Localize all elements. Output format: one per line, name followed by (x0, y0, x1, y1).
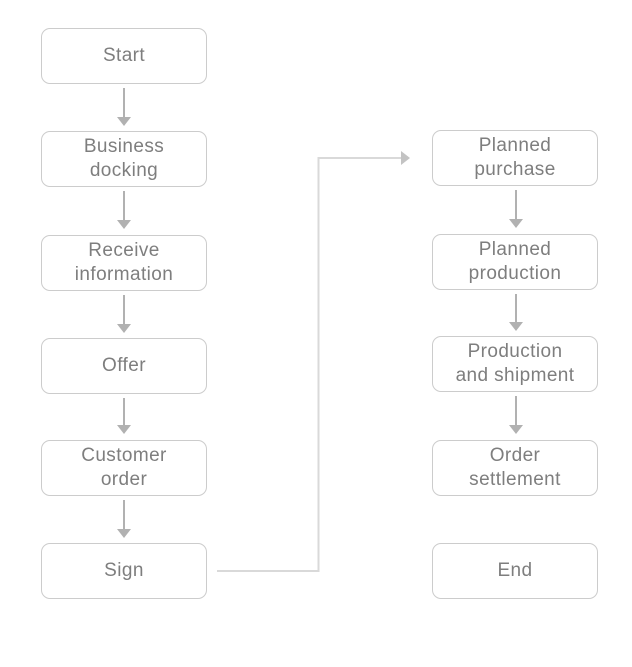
flow-node-planned-production: Planned production (432, 234, 598, 290)
flow-node-label: Receive information (74, 240, 174, 285)
flow-node-label: Start (102, 45, 146, 66)
flow-node-offer: Offer (41, 338, 207, 394)
flow-node-label: Sign (104, 560, 144, 581)
flow-node-business-docking: Business docking (41, 131, 207, 187)
flow-node-production-and-shipment: Production and shipment (432, 336, 598, 392)
flow-node-order-settlement: Order settlement (432, 440, 598, 496)
flow-node-receive-information: Receive information (41, 235, 207, 291)
connector-sign-to-planned-purchase (217, 151, 410, 572)
flow-node-sign: Sign (41, 543, 207, 599)
flow-node-start: Start (41, 28, 207, 84)
flow-node-label: Customer order (81, 445, 167, 490)
flow-node-label: End (497, 560, 533, 581)
flow-node-label: Business docking (83, 136, 165, 181)
flow-node-label: Offer (102, 355, 146, 376)
flow-node-end: End (432, 543, 598, 599)
flow-node-label: Production and shipment (455, 341, 575, 386)
flow-node-label: Planned production (468, 239, 562, 284)
flow-node-label: Planned purchase (474, 135, 556, 180)
flow-node-customer-order: Customer order (41, 440, 207, 496)
flow-node-planned-purchase: Planned purchase (432, 130, 598, 186)
flow-node-label: Order settlement (469, 445, 561, 490)
